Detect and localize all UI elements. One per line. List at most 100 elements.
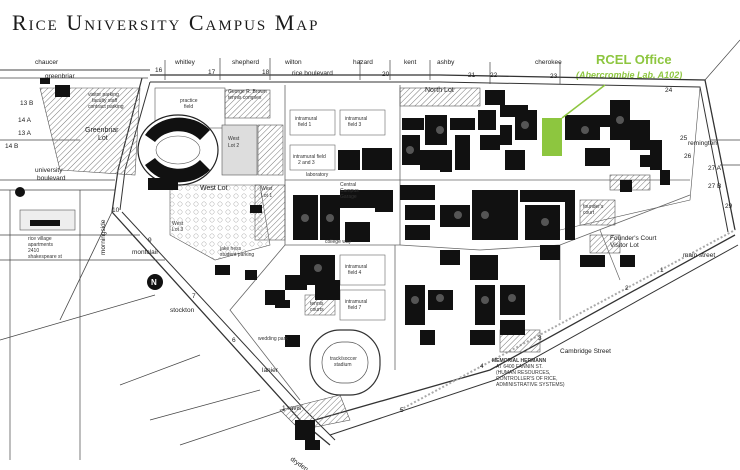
west-lot-1-label-2: Lot 1 — [261, 193, 272, 199]
west-lot-label: West Lot — [200, 185, 228, 192]
street-dryden: dryden — [289, 456, 310, 470]
svg-text:25: 25 — [680, 135, 688, 142]
north-arrow-icon: N — [147, 274, 163, 290]
svg-text:27 A: 27 A — [708, 165, 722, 172]
rice-village-label-3: 2410 — [28, 248, 39, 254]
memorial-hermann-label: MEMORIAL HERMANN — [492, 358, 546, 364]
practice-field-label: practice — [180, 98, 198, 104]
founders-court-visitor-label-2: Visitor Lot — [610, 242, 639, 249]
street-university-boulevard: university — [35, 167, 63, 174]
buildings[interactable] — [30, 85, 670, 450]
intramural-field-1 — [289, 109, 336, 136]
intramural-field-4 — [339, 254, 386, 286]
street-labels: chaucer greenbriar whitley shepherd wilt… — [28, 59, 717, 470]
intramural-1-label: intramural — [295, 116, 317, 122]
street-main: main street — [683, 252, 715, 259]
greenbriar-lot-area — [39, 87, 141, 176]
west-lot-3-label: West — [172, 221, 184, 227]
street-kent: kent — [404, 59, 416, 66]
track-stadium-label-2: stadium — [334, 362, 352, 368]
svg-text:24: 24 — [665, 87, 673, 94]
memorial-hermann-label-2: AT 6400 FANNIN ST. — [496, 364, 543, 370]
rice-stadium[interactable] — [137, 114, 219, 190]
tennis-complex-label-2: tennis complex — [228, 95, 262, 101]
north-lot-area — [399, 87, 481, 107]
street-greenbriar: greenbriar — [45, 73, 75, 80]
greenbriar-visitor-label-2: faculty staff — [92, 98, 118, 104]
jones-lot-label: jake hess — [219, 246, 242, 252]
memorial-hermann-sub-1: (HUMAN RESOURCES, — [496, 370, 550, 376]
svg-text:9: 9 — [148, 237, 152, 244]
rice-village-label-4: shakespeare st — [28, 254, 63, 260]
rcel-callout-title: RCEL Office — [596, 52, 672, 67]
central-campus-label: Central — [340, 182, 356, 188]
founders-visitor-area — [589, 234, 621, 254]
fields — [289, 109, 386, 396]
map-title: Rice University Campus Map — [12, 10, 320, 35]
intramural-field-7 — [339, 289, 386, 321]
intramural-3-label: intramural — [345, 116, 367, 122]
intramural-2-label-2: 2 and 3 — [298, 160, 315, 166]
practice-field-label-2: field — [184, 104, 193, 110]
street-travis: 1 ravis — [282, 405, 302, 412]
svg-text:13 A: 13 A — [18, 130, 32, 137]
west-lot-2-area — [221, 124, 258, 176]
svg-text:14 B: 14 B — [5, 143, 18, 150]
memorial-hermann-sub-3: ADMINISTRATIVE SYSTEMS) — [496, 382, 565, 388]
street-montclair: montclair — [132, 249, 159, 256]
street-morningside: morningside — [100, 219, 107, 255]
wedding-park-label: wedding park — [258, 336, 288, 342]
street-wilton: wilton — [284, 59, 302, 66]
street-whitley: whitley — [174, 59, 196, 66]
svg-text:16: 16 — [155, 67, 163, 74]
svg-text:7: 7 — [192, 293, 196, 300]
intramural-2-label: intramural field — [293, 154, 326, 160]
north-lot-label: North Lot — [425, 87, 454, 94]
founders-lot-area — [579, 199, 616, 226]
svg-text:27 B: 27 B — [708, 183, 721, 190]
intramural-4-label-2: field 4 — [348, 270, 362, 276]
rice-village-label-1: rice village — [28, 236, 52, 242]
intramural-field-3 — [339, 109, 386, 136]
street-rice-boulevard: rice boulevard — [292, 70, 333, 77]
svg-text:4: 4 — [480, 363, 484, 370]
gate-markers: 13 B 14 A 13 A 14 B 16 17 18 20 21 22 23… — [5, 67, 733, 414]
founders-court-visitor-label: Founder's Court — [610, 235, 657, 242]
street-cherokee: cherokee — [535, 59, 562, 66]
street-cambridge: Cambridge Street — [560, 348, 611, 355]
svg-text:14 A: 14 A — [18, 117, 32, 124]
street-university-boulevard-2: boulevard — [37, 175, 66, 182]
west-lot-area — [169, 184, 271, 261]
greenbriar-visitor-label: visitor parking — [88, 92, 119, 98]
rice-village-label-2: apartments — [28, 242, 54, 248]
street-remington: remington — [688, 140, 717, 147]
svg-text:N: N — [151, 278, 157, 287]
street-chaucer: chaucer — [35, 59, 59, 66]
west-lot-2-label: West — [228, 136, 240, 142]
tennis-complex-area — [224, 89, 271, 119]
laboratory-label: laboratory — [306, 172, 329, 178]
track-stadium-inner — [321, 341, 369, 384]
tennis-courts-label: tennis — [310, 301, 324, 307]
svg-text:23: 23 — [550, 73, 558, 80]
svg-text:1: 1 — [660, 267, 664, 274]
intramural-4-label: intramural — [345, 264, 367, 270]
svg-text:18: 18 — [262, 69, 270, 76]
tennis-complex-label: George R. Brown — [228, 89, 267, 95]
street-stockton: stockton — [170, 307, 195, 314]
svg-text:2: 2 — [625, 285, 629, 292]
central-campus-label-2: Campus — [340, 188, 359, 194]
svg-text:29: 29 — [725, 203, 733, 210]
svg-text:20: 20 — [382, 71, 390, 78]
greenbriar-visitor-label-3: contract parking — [88, 104, 124, 110]
intramural-field-2 — [289, 144, 336, 171]
svg-text:17: 17 — [208, 69, 216, 76]
track-stadium-label: track/soccer — [330, 356, 357, 362]
abercrombie-lab-building[interactable] — [542, 84, 606, 156]
intramural-7-label: intramural — [345, 299, 367, 305]
svg-text:3: 3 — [538, 335, 542, 342]
street-ashby: ashby — [437, 59, 455, 66]
area-labels: Greenbriar Lot visitor parking faculty s… — [85, 87, 657, 388]
svg-text:5: 5 — [400, 407, 404, 414]
